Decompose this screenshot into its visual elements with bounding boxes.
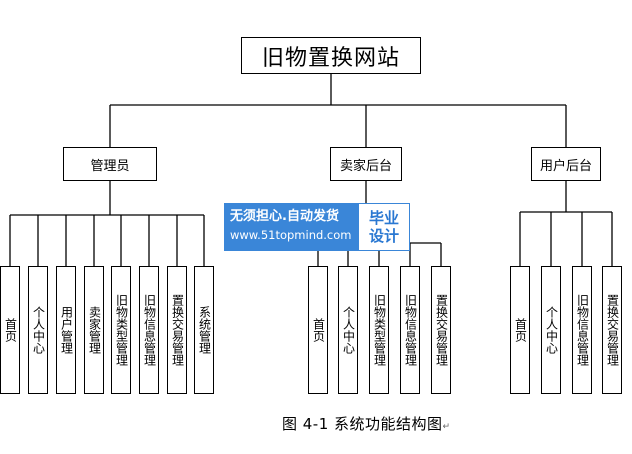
watermark-url: www.51topmind.com	[230, 228, 352, 242]
leaf-label: 置换交易管理	[434, 294, 449, 366]
leaf-node: 卖家管理	[84, 266, 104, 394]
leaf-label: 旧物信息管理	[575, 294, 590, 366]
leaf-label: 置换交易管理	[605, 294, 620, 366]
watermark-badge-line1: 毕业	[368, 209, 399, 227]
leaf-label: 首页	[513, 318, 528, 342]
figure-caption: 图 4-1 系统功能结构图↵	[282, 413, 451, 434]
leaf-label: 置换交易管理	[170, 294, 185, 366]
watermark-banner: 无须担心.自动发货 www.51topmind.com 毕业 设计	[224, 203, 410, 251]
group-label: 管理员	[90, 158, 130, 174]
leaf-node: 系统管理	[194, 266, 214, 394]
leaf-label: 旧物信息管理	[142, 294, 157, 366]
leaf-node: 个人中心	[28, 266, 48, 394]
root-label: 旧物置换网站	[261, 45, 400, 71]
leaf-node: 置换交易管理	[431, 266, 451, 394]
watermark-text-panel: 无须担心.自动发货 www.51topmind.com	[224, 203, 358, 251]
leaf-label: 个人中心	[341, 306, 356, 354]
group-node-user: 用户后台	[531, 147, 601, 181]
root-node: 旧物置换网站	[241, 37, 421, 74]
group-label: 卖家后台	[339, 158, 392, 174]
group-label: 用户后台	[539, 158, 592, 174]
leaf-node: 置换交易管理	[602, 266, 622, 394]
leaf-node: 个人中心	[338, 266, 358, 394]
leaf-node: 首页	[308, 266, 328, 394]
watermark-slogan: 无须担心.自动发货	[230, 209, 339, 224]
leaf-node: 旧物类型管理	[111, 266, 131, 394]
leaf-label: 卖家管理	[87, 306, 102, 354]
leaf-node: 旧物信息管理	[572, 266, 592, 394]
leaf-node: 旧物信息管理	[400, 266, 420, 394]
leaf-label: 旧物类型管理	[114, 294, 129, 366]
paragraph-mark-icon: ↵	[442, 422, 451, 432]
group-node-seller: 卖家后台	[330, 147, 402, 181]
leaf-label: 旧物类型管理	[372, 294, 387, 366]
leaf-label: 用户管理	[59, 306, 74, 354]
leaf-label: 首页	[3, 318, 18, 342]
leaf-node: 首页	[0, 266, 20, 394]
caption-text: 图 4-1 系统功能结构图	[282, 415, 443, 433]
watermark-badge-line2: 设计	[368, 227, 399, 245]
leaf-node: 用户管理	[56, 266, 76, 394]
group-node-admin: 管理员	[63, 147, 157, 181]
leaf-node: 个人中心	[541, 266, 561, 394]
leaf-node: 置换交易管理	[167, 266, 187, 394]
leaf-node: 旧物信息管理	[139, 266, 159, 394]
watermark-badge: 毕业 设计	[358, 203, 410, 251]
leaf-label: 旧物信息管理	[403, 294, 418, 366]
leaf-label: 首页	[311, 318, 326, 342]
leaf-label: 个人中心	[544, 306, 559, 354]
leaf-label: 系统管理	[197, 306, 212, 354]
leaf-label: 个人中心	[31, 306, 46, 354]
leaf-node: 首页	[510, 266, 530, 394]
leaf-node: 旧物类型管理	[369, 266, 389, 394]
